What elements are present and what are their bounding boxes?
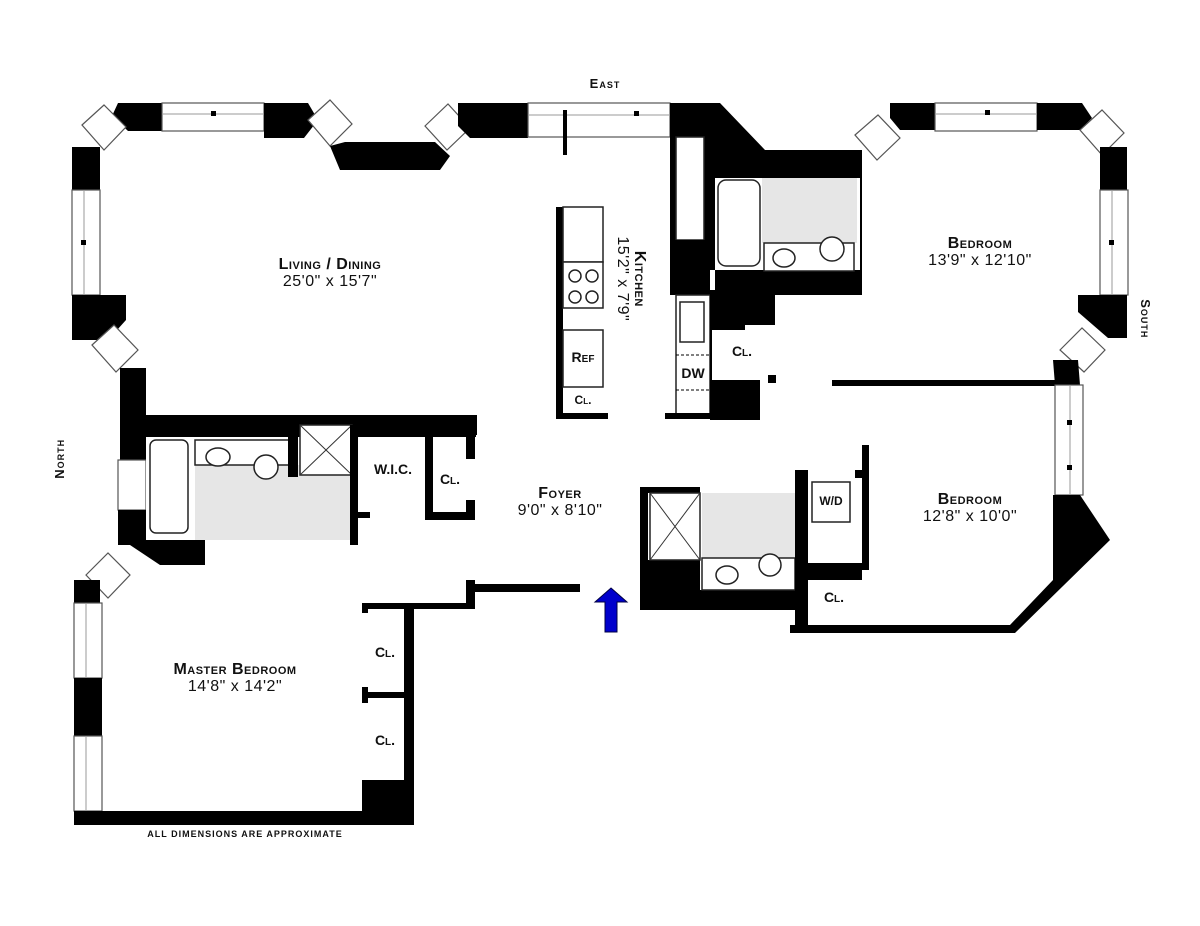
room-living-dining: Living / Dining 25'0" x 15'7"	[220, 256, 440, 291]
room-name: Master Bedroom	[173, 661, 297, 678]
closet-label-master-1: Cl.	[374, 644, 396, 660]
closet-label-foyer: Cl.	[439, 471, 461, 487]
bath-2	[640, 470, 869, 633]
entry-arrow-icon	[593, 587, 629, 633]
closet-label-bedroom-south: Cl.	[823, 589, 845, 605]
bedroom-2-walls	[790, 384, 1110, 633]
bedroom-top-right-walls	[832, 102, 1129, 386]
room-name: Bedroom	[937, 491, 1003, 508]
room-foyer: Foyer 9'0" x 8'10"	[490, 485, 630, 520]
room-dimensions: 25'0" x 15'7"	[282, 272, 378, 290]
room-dimensions: 13'9" x 12'10"	[928, 251, 1032, 269]
room-dimensions: 15'2" x 7'9"	[614, 236, 631, 322]
kitchen-closet-label: Cl.	[574, 393, 592, 407]
master-bedroom-walls	[73, 552, 580, 825]
room-dimensions: 9'0" x 8'10"	[517, 501, 603, 519]
walk-in-closet-label: W.I.C.	[373, 461, 413, 477]
master-bath-wic	[117, 415, 477, 565]
fixture-dishwasher-label: DW	[681, 365, 705, 381]
room-name: Foyer	[538, 485, 582, 502]
living-dining-walls	[71, 99, 671, 460]
room-bedroom-east: Bedroom 13'9" x 12'10"	[880, 235, 1080, 270]
room-name: Bedroom	[947, 235, 1013, 252]
room-kitchen: Kitchen 15'2" x 7'9"	[613, 214, 648, 344]
kitchen-walls	[556, 103, 776, 420]
bath-top-right	[708, 150, 862, 295]
disclaimer-text: All dimensions are approximate	[147, 829, 343, 839]
fixture-refrigerator-label: Ref	[571, 349, 595, 365]
compass-north-label: North	[52, 438, 68, 479]
closet-label-kitchen-side: Cl.	[731, 343, 753, 359]
compass-east-label: East	[589, 76, 621, 91]
room-name: Kitchen	[630, 250, 648, 307]
fixture-washer-dryer-label: W/D	[819, 494, 843, 508]
closet-label-master-2: Cl.	[374, 732, 396, 748]
compass-south-label: South	[1137, 299, 1153, 339]
room-master-bedroom: Master Bedroom 14'8" x 14'2"	[120, 661, 350, 696]
room-dimensions: 14'8" x 14'2"	[187, 677, 283, 695]
room-bedroom-south: Bedroom 12'8" x 10'0"	[880, 491, 1060, 526]
room-name: Living / Dining	[278, 256, 382, 273]
room-dimensions: 12'8" x 10'0"	[922, 507, 1018, 525]
